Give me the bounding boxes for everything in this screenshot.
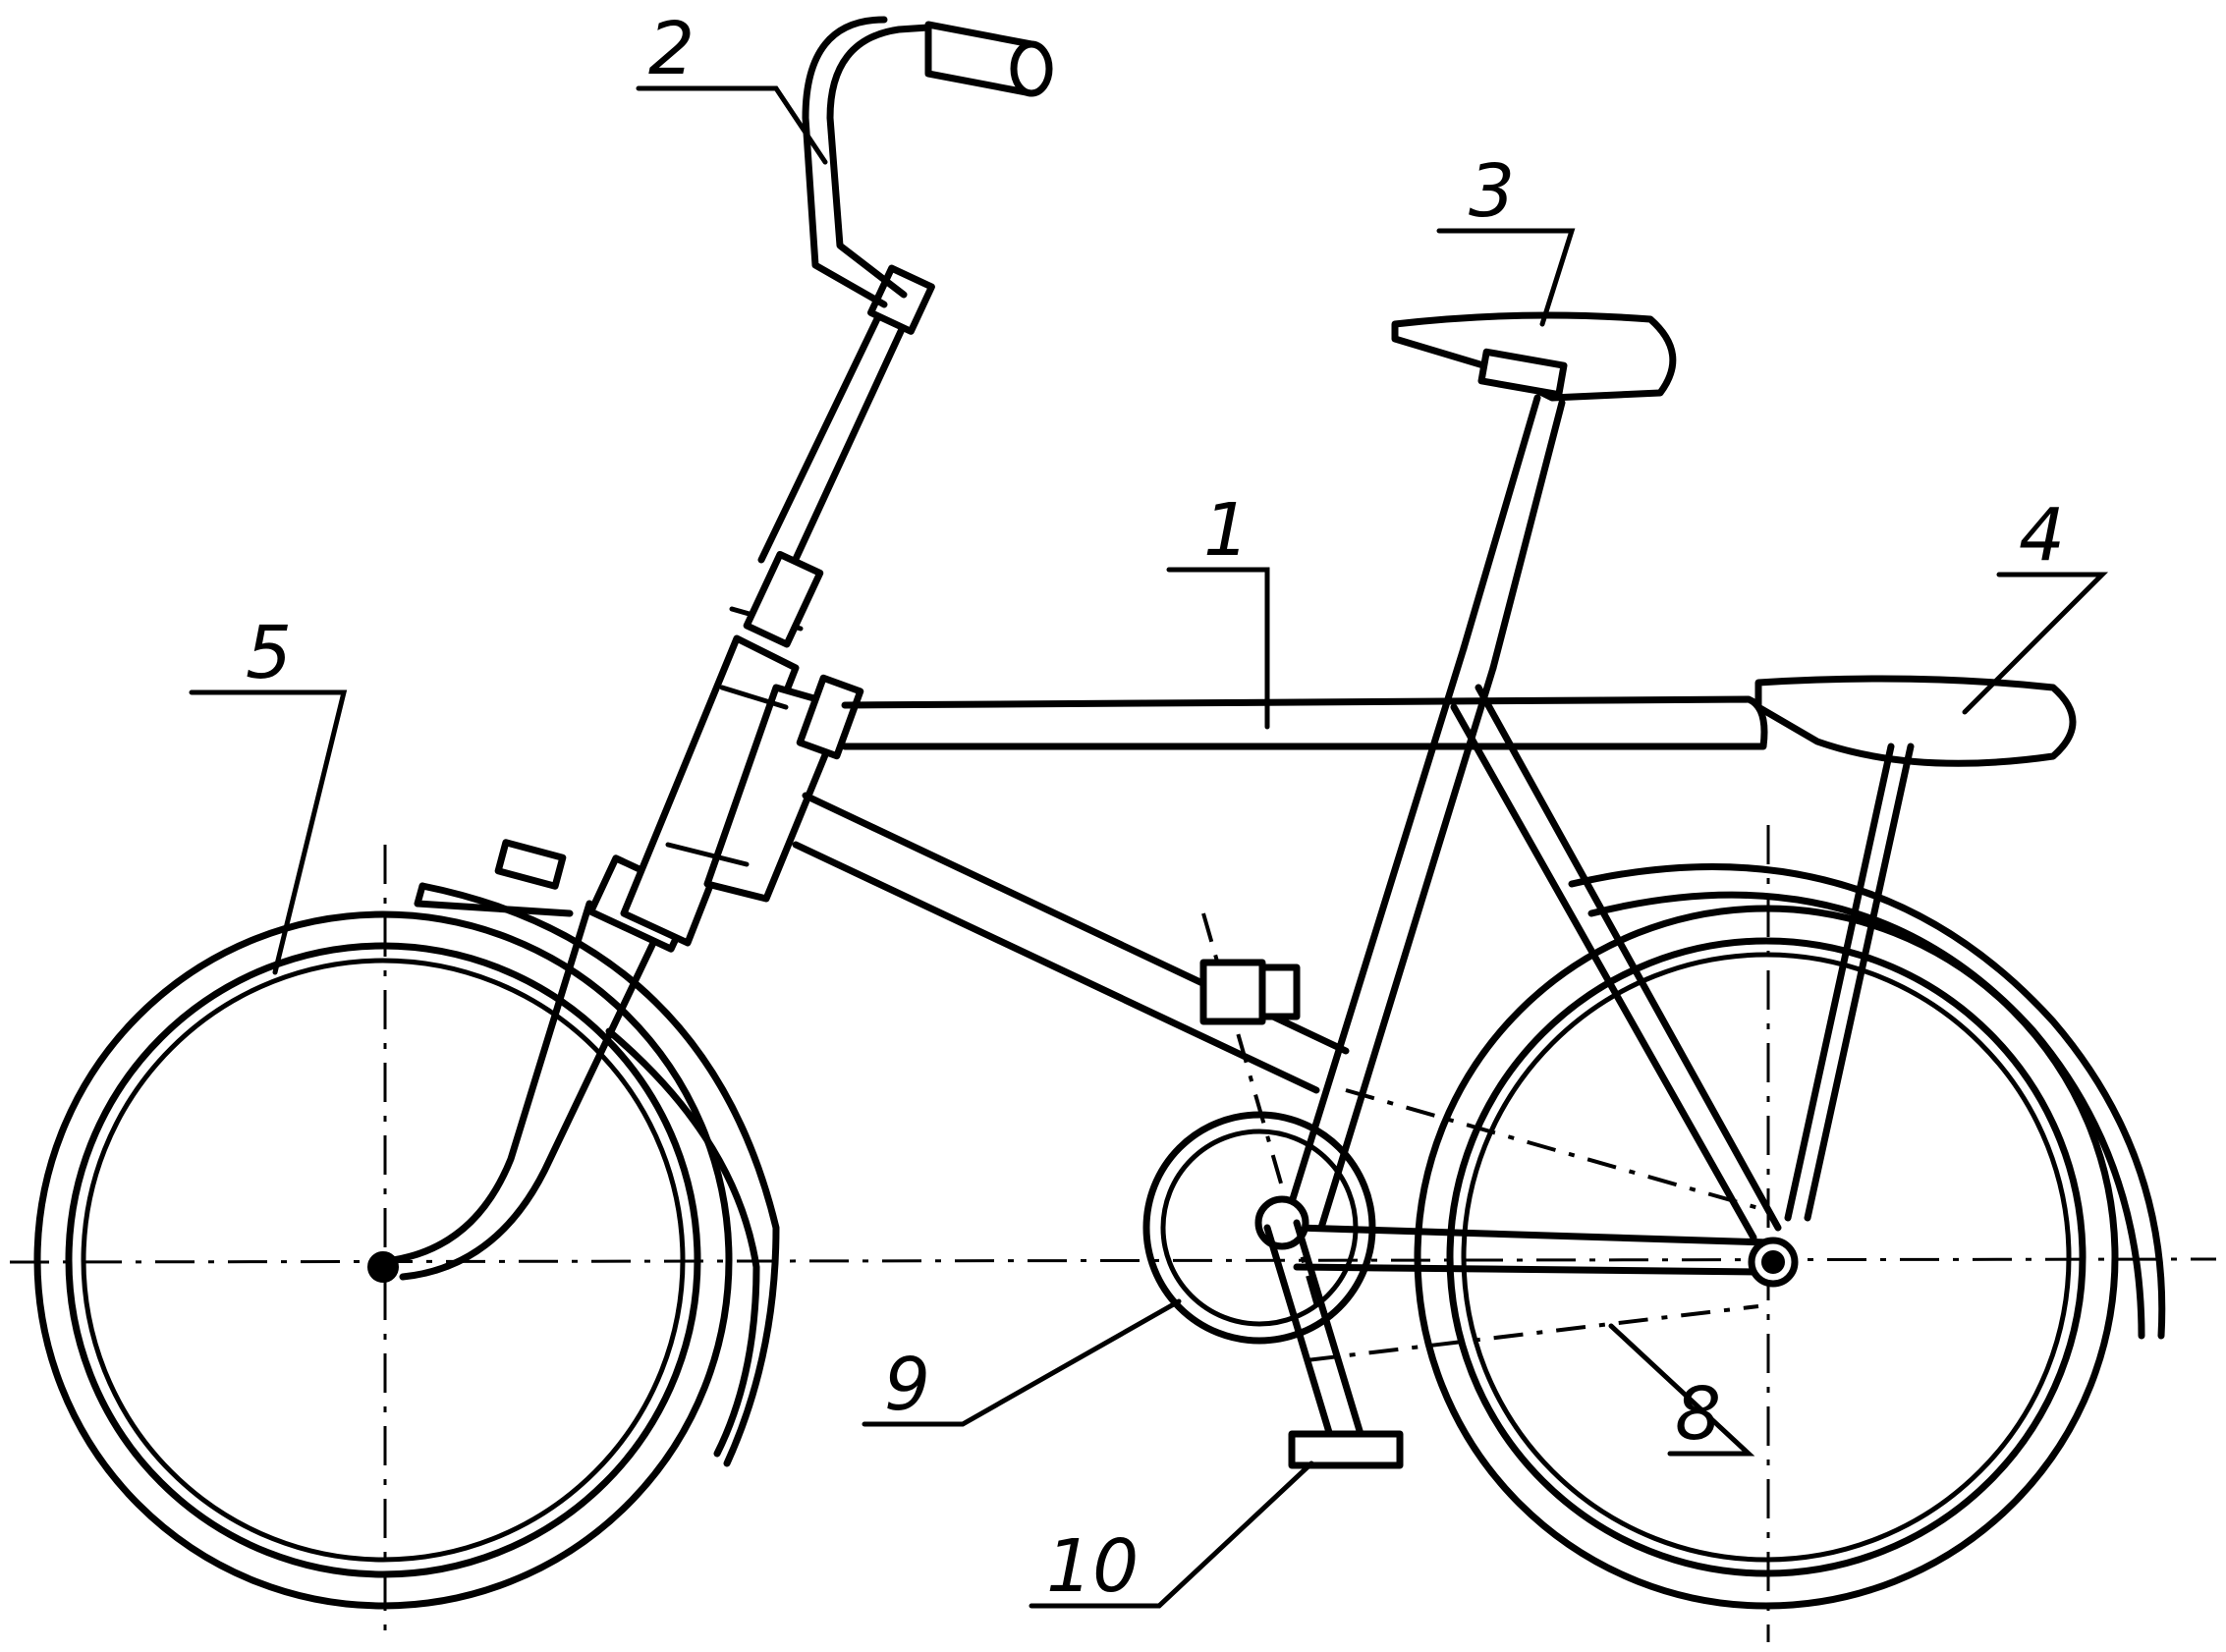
chainring-outer <box>1142 1111 1376 1345</box>
hinge-clamp <box>796 674 864 760</box>
handlebar-assembly <box>743 16 1053 648</box>
rear-axle <box>1761 1250 1785 1274</box>
pedal <box>1288 1430 1404 1469</box>
carrier-pad <box>1754 675 2077 767</box>
callout-3: 3 <box>1469 149 1515 234</box>
horizontal-wheel-axis <box>9 1257 2217 1264</box>
saddle-assembly <box>1391 311 1677 672</box>
head-ring-mid <box>719 685 789 710</box>
leader-2 <box>636 85 828 165</box>
front-wheel <box>33 910 733 1610</box>
top-tube <box>841 695 1768 750</box>
seat-post <box>1460 394 1566 672</box>
callout-10: 10 <box>1046 1524 1139 1609</box>
grip-end <box>1010 40 1053 97</box>
leader-8 <box>1608 1323 1755 1457</box>
chain-upper <box>1345 1088 1759 1210</box>
front-rim <box>81 958 686 1563</box>
saddle-clamp <box>1477 348 1568 399</box>
callout-1: 1 <box>1203 488 1250 573</box>
handlebar-stem <box>757 301 913 574</box>
callout-5: 5 <box>246 611 292 695</box>
front-fender-outer <box>418 882 780 1467</box>
leader-5 <box>189 689 348 975</box>
callout-2: 2 <box>648 7 695 91</box>
rear-carrier <box>1754 675 2077 1222</box>
seat-tube <box>1283 644 1497 1232</box>
chain-lower <box>1306 1304 1759 1362</box>
leader-3 <box>1436 228 1576 327</box>
leader-1 <box>1166 567 1270 730</box>
callout-8: 8 <box>1675 1372 1721 1457</box>
rear-fender <box>1568 863 2166 1340</box>
rear-tyre-outer <box>1414 905 2119 1610</box>
rear-tyre-inner <box>1446 937 2087 1577</box>
head-tube <box>620 634 800 947</box>
front-derailleur-box <box>1199 959 1266 1025</box>
callout-9: 9 <box>884 1343 930 1427</box>
head-ring-lower <box>665 842 750 867</box>
rear-fender-inner <box>1587 891 2145 1340</box>
rear-rim <box>1461 952 2072 1563</box>
front-fender-inner <box>605 1027 760 1458</box>
drivetrain <box>1142 959 1759 1469</box>
front-fender <box>414 882 780 1467</box>
front-tyre-outer <box>33 910 733 1610</box>
handlebar-tube <box>802 16 932 308</box>
seat-stay <box>1450 684 1782 1241</box>
rear-fender-outer <box>1568 863 2166 1340</box>
fork-blade-front <box>369 900 593 1266</box>
chainring-inner <box>1160 1129 1359 1327</box>
front-fender-tip <box>414 882 574 917</box>
rear-wheel <box>1414 905 2119 1610</box>
front-tyre-inner <box>65 942 701 1578</box>
leader-4 <box>1962 572 2109 715</box>
down-tube <box>792 792 1350 1094</box>
fork-blade-rear <box>399 939 657 1281</box>
leader-lines <box>189 85 2109 1609</box>
callout-labels: 1 2 3 4 5 8 9 10 <box>246 7 2065 1609</box>
saddle <box>1391 311 1677 402</box>
crank-arm <box>1263 1219 1364 1443</box>
main-frame <box>792 644 1782 1276</box>
head-assembly <box>620 606 864 947</box>
leader-9 <box>862 1298 1182 1427</box>
leader-10 <box>1029 1460 1314 1609</box>
front-light-bracket <box>494 839 567 890</box>
carrier-strut <box>1784 743 1915 1222</box>
stem-collar <box>743 550 824 648</box>
callout-4: 4 <box>2019 493 2065 578</box>
